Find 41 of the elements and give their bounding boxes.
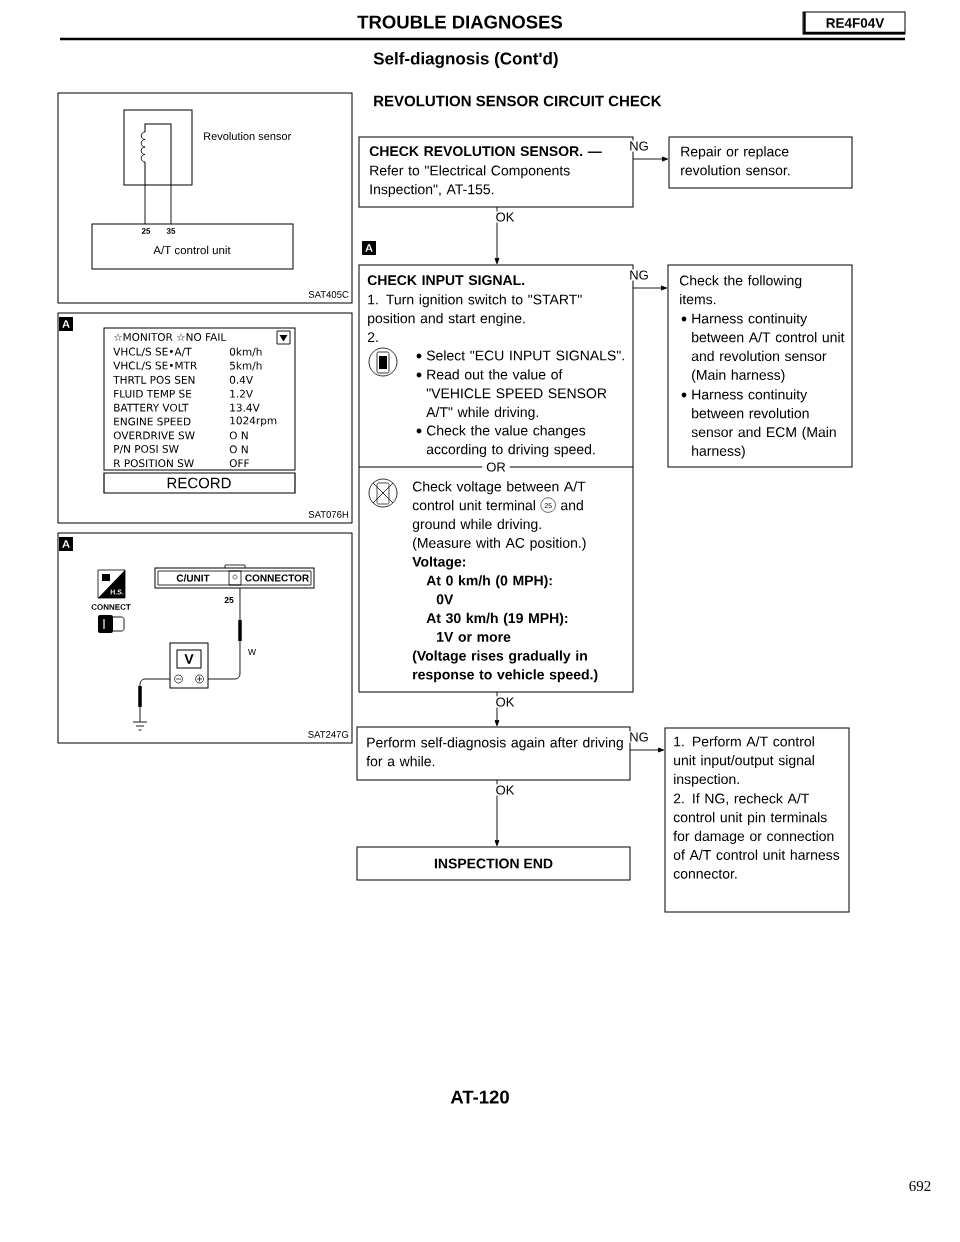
arrow bbox=[632, 285, 668, 291]
wire-label: W bbox=[248, 649, 256, 655]
result-box: Repair or replace revolution sensor. bbox=[668, 136, 853, 189]
icon-caption: CONNECT bbox=[91, 604, 131, 610]
arrow bbox=[494, 691, 500, 727]
result-box: 1. Perform A/T control unit input/output signal inspection. 2. If NG, recheck A/T control unit pin terminals for damage or connection of A/T control unit harness connector. bbox=[664, 727, 850, 913]
pin-number: 35 bbox=[166, 228, 176, 234]
page-number: AT-120 bbox=[450, 1090, 509, 1104]
pin-number: 25 bbox=[224, 597, 234, 603]
wire bbox=[144, 184, 146, 225]
end-box: INSPECTION END bbox=[356, 846, 631, 881]
section-heading: REVOLUTION SENSOR CIRCUIT CHECK bbox=[374, 95, 662, 107]
model-code-box: RE4F04V bbox=[802, 11, 906, 35]
connector-label-box: C/UNIT CONNECTOR bbox=[154, 564, 315, 589]
arrow bbox=[629, 747, 665, 753]
page-subtitle: Self-diagnosis (Cont'd) bbox=[373, 52, 558, 68]
section-badge: A bbox=[59, 537, 73, 551]
section-badge: A bbox=[59, 317, 73, 331]
wire bbox=[138, 678, 171, 723]
wire bbox=[207, 587, 242, 680]
section-badge: A bbox=[362, 241, 376, 255]
arrow bbox=[632, 156, 669, 162]
record-bar: RECORD bbox=[103, 472, 296, 494]
edge-label: NG bbox=[628, 731, 650, 743]
wire bbox=[170, 184, 172, 225]
arrow bbox=[494, 206, 500, 265]
edge-label: NG bbox=[628, 269, 650, 281]
edge-label: OK bbox=[494, 784, 516, 796]
ground-symbol bbox=[132, 721, 148, 731]
result-box: Check the following items. Harness continuity between A/T control unit and revolution sensor (Main harness) Harness continuity between revolution sensor and ECM (Main harness) bbox=[667, 264, 853, 468]
monitor-screen: ☆MONITOR ☆NO FAIL VHCL/S SE•A/T 0km/h VHCL/S SE•MTR 5km/h THRTL POS SEN 0.4V FLUID TEMP SE 1.2V BATTERY VOLT 13.4V ENGINE SPEED 1024rpm OVERDRIVE SW O N P/N POSI SW O N R POSITION SW OFF bbox=[103, 327, 296, 471]
edge-label: OK bbox=[494, 696, 516, 708]
procedure-box: Perform self-diagnosis again after driving for a while. bbox=[356, 726, 631, 781]
arrow bbox=[494, 779, 500, 847]
edge-label: OK bbox=[494, 211, 516, 223]
edge-label: NG bbox=[628, 140, 650, 152]
or-divider: OR bbox=[358, 461, 634, 473]
page-number: 692 bbox=[909, 1180, 931, 1192]
part-label: Revolution sensor bbox=[204, 131, 292, 141]
pin-number: 25 bbox=[141, 228, 151, 234]
page-title: TROUBLE DIAGNOSES bbox=[357, 15, 563, 29]
